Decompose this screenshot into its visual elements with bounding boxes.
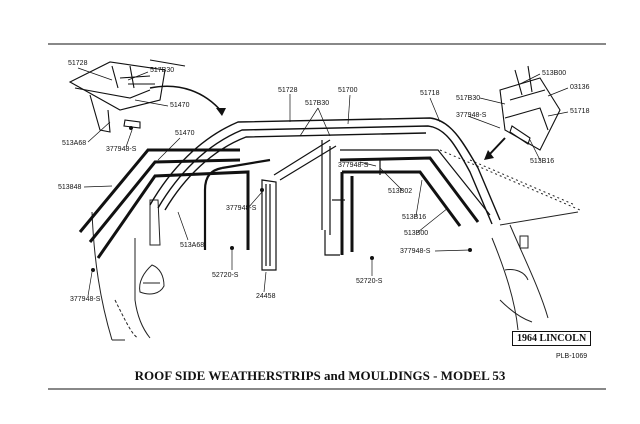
callout-517b30-inset: 517B30 — [150, 67, 175, 74]
screw-center-a — [230, 246, 234, 250]
callout-513b16-inset: 513B16 — [530, 158, 555, 165]
callout-51470: 51470 — [175, 130, 195, 137]
inset-right-arrowhead — [484, 150, 494, 160]
rear-door-frame — [339, 156, 480, 255]
screw-markers — [91, 126, 472, 272]
callout-513a68-inset: 513A68 — [62, 140, 87, 147]
inset-right-arrow — [487, 137, 506, 157]
callout-513a68: 513A68 — [180, 242, 205, 249]
rear-door-weatherstrip — [340, 149, 491, 216]
screw-inset-left — [129, 126, 133, 130]
callout-51700: 51700 — [338, 87, 358, 94]
center-pillar-moulding — [261, 139, 345, 271]
front-door-frame — [78, 148, 250, 259]
callout-513b00: 513B00 — [404, 230, 429, 237]
inset-left-arrow — [149, 85, 223, 113]
callout-513b16: 513B16 — [402, 214, 427, 221]
callout-377948s-inset-right: 377948-S — [456, 112, 487, 119]
callout-377948s-front: 377948-S — [226, 205, 257, 212]
callout-517b30: 517B30 — [305, 100, 330, 107]
model-label: 1964 LINCOLN — [512, 331, 592, 346]
callout-52720s-rear: 52720-S — [356, 278, 383, 285]
front-door-glass-run — [203, 158, 271, 250]
callout-03136: 03136 — [570, 84, 590, 91]
diagram-title: ROOF SIDE WEATHERSTRIPS and MOULDINGS - … — [134, 368, 506, 383]
callout-51718-inset: 51718 — [570, 108, 590, 115]
car-body-outline — [91, 149, 581, 341]
callout-51718: 51718 — [420, 90, 440, 97]
callout-52720s-front: 52720-S — [212, 272, 239, 279]
callout-513b02: 513B02 — [388, 188, 413, 195]
callout-leaders — [77, 67, 569, 297]
inset-left-arrowhead — [216, 108, 226, 116]
screw-front-mid — [260, 188, 264, 192]
callout-24458: 24458 — [256, 293, 276, 300]
callout-513b00-inset: 513B00 — [542, 70, 567, 77]
callout-377948s-rear-lower: 377948-S — [400, 248, 431, 255]
callout-51728-inset: 51728 — [68, 60, 88, 67]
plate-number: PLB-1069 — [556, 353, 588, 360]
screw-front-lower — [91, 268, 95, 272]
callout-377948s-inset: 377948-S — [106, 146, 137, 153]
callout-513848: 513848 — [58, 184, 82, 191]
callout-377948s-lower-left: 377948-S — [70, 296, 101, 303]
screw-center-b — [370, 256, 374, 260]
callout-51470-inset: 51470 — [170, 102, 190, 109]
callout-517b30-inset-right: 517B30 — [456, 95, 481, 102]
callout-377948s-rear-upper: 377948-S — [338, 162, 369, 169]
callout-51728: 51728 — [278, 87, 298, 94]
inset-rear-detail — [499, 65, 561, 151]
